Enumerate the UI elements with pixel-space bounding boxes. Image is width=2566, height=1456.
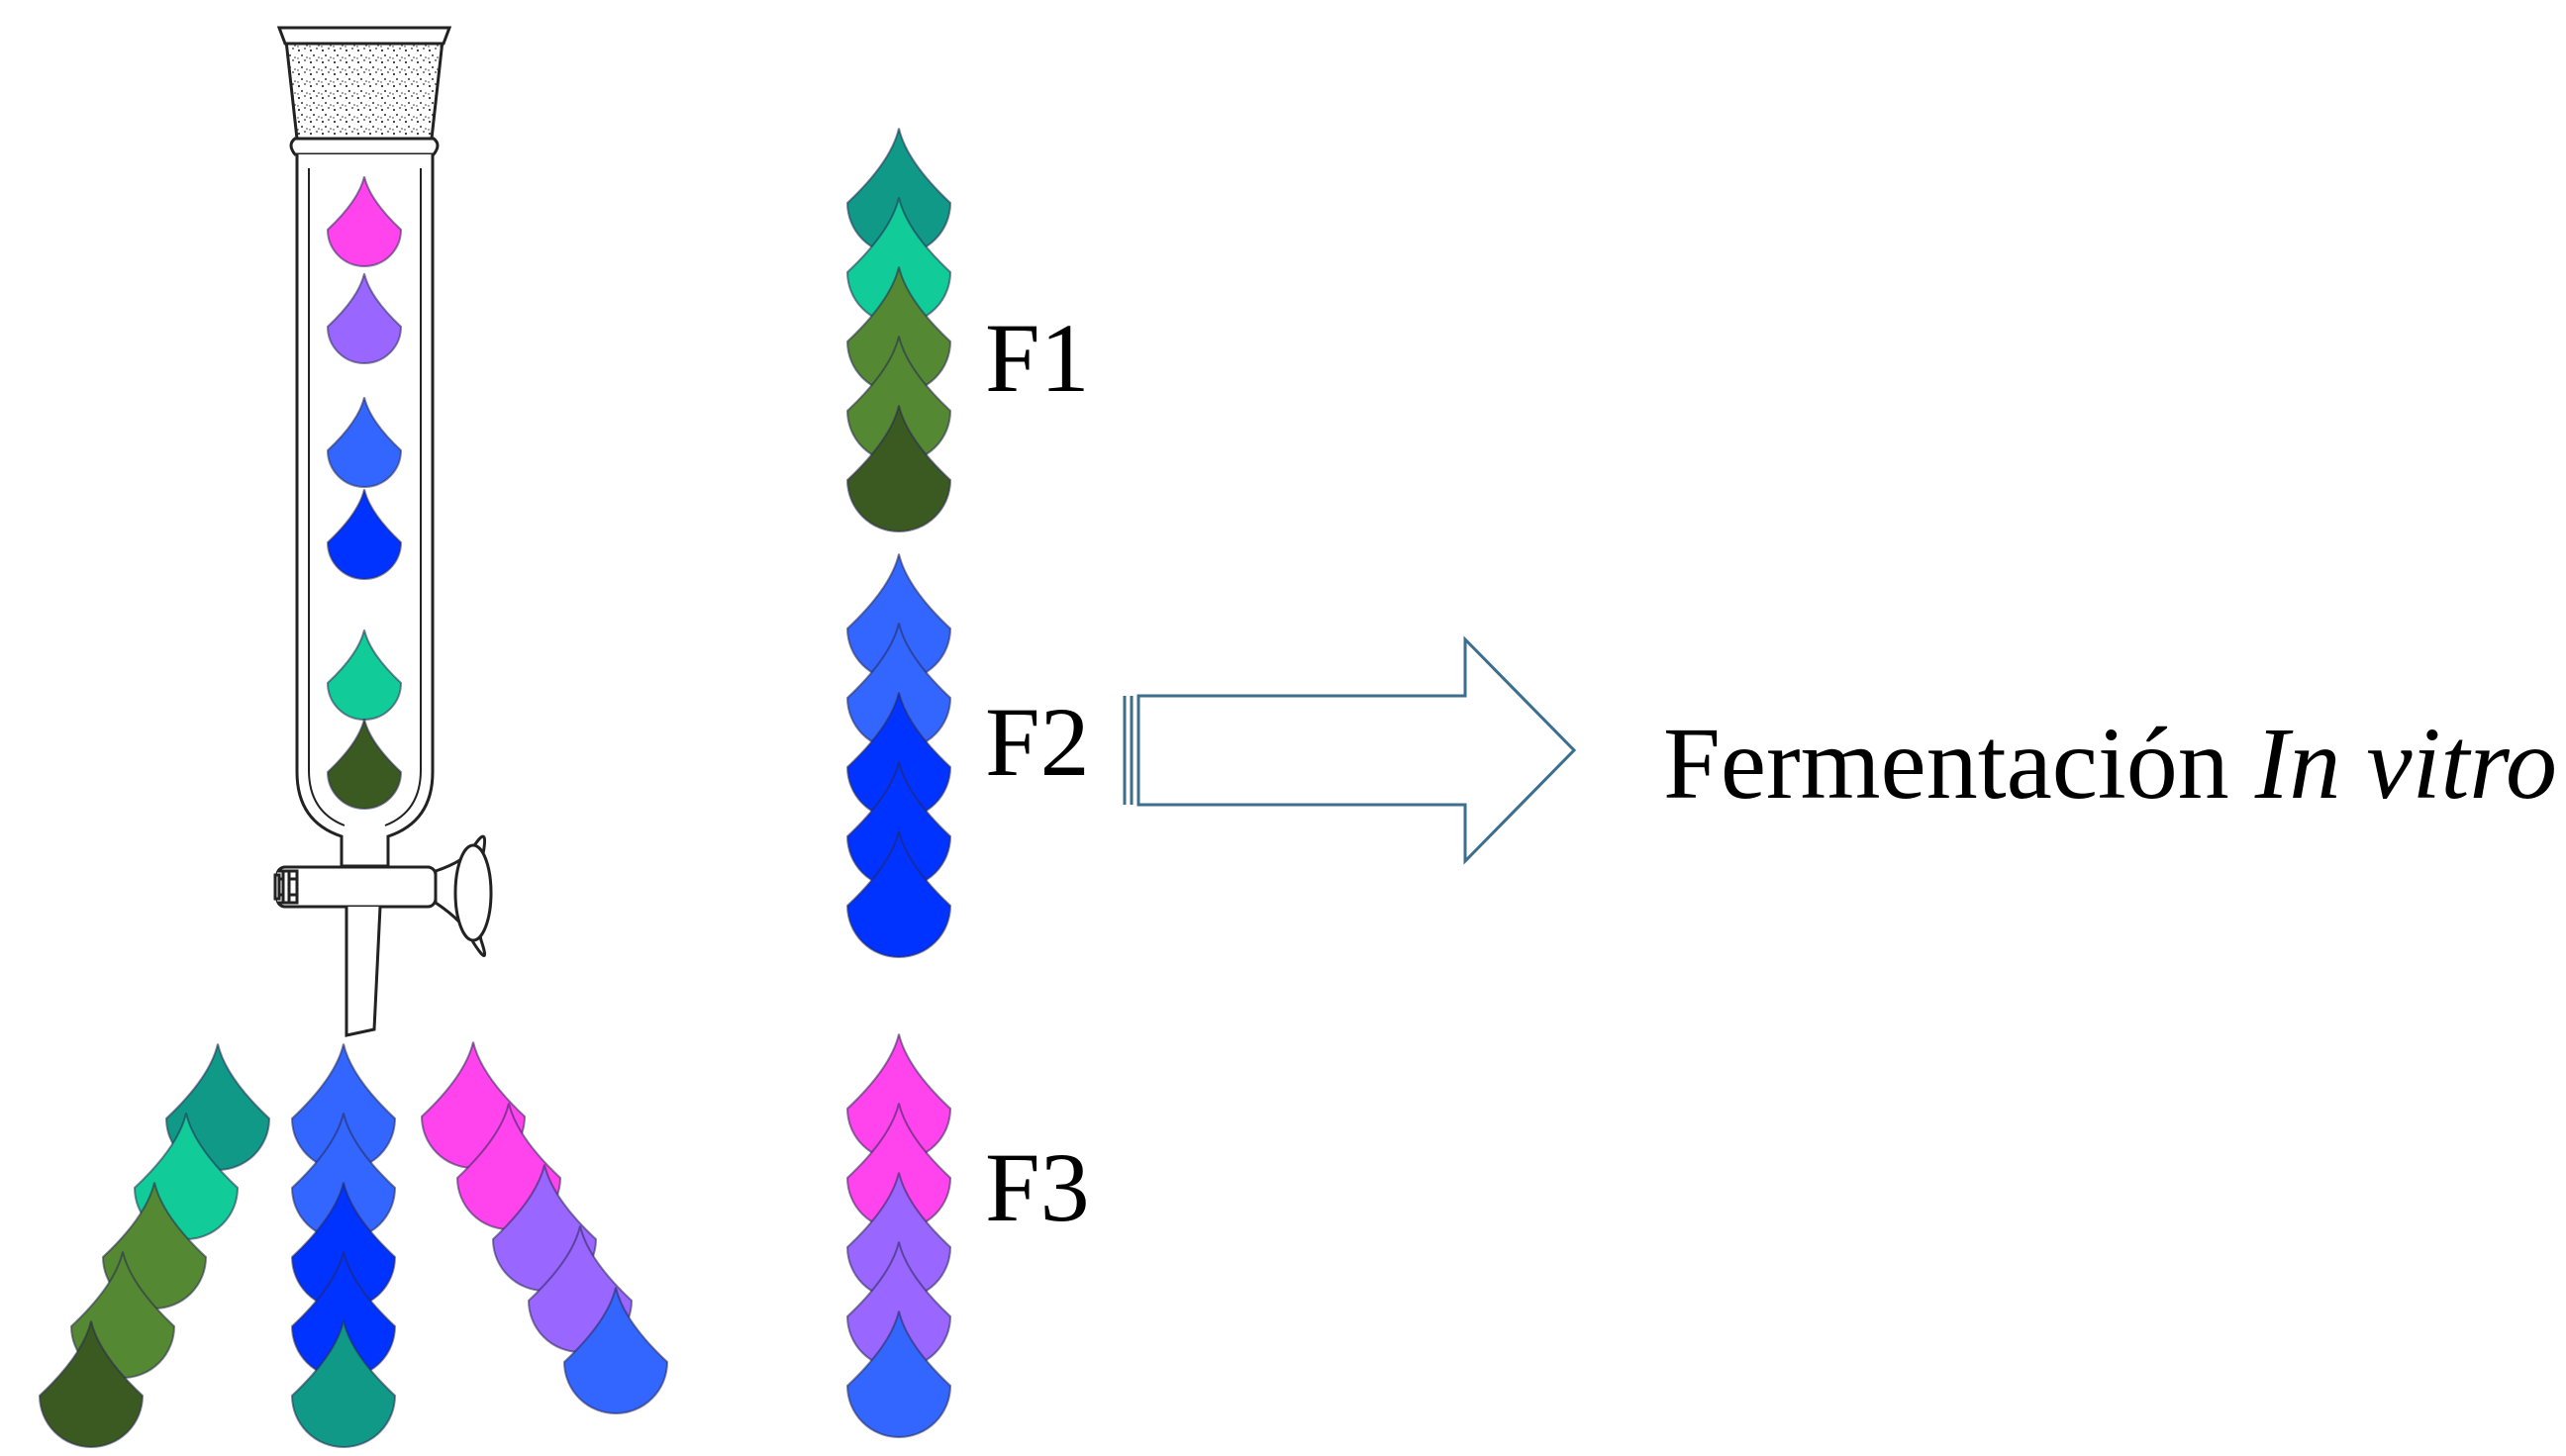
column-neck <box>289 137 440 156</box>
fraction-drop <box>845 830 952 958</box>
fermentation-label: Fermentación In vitro <box>1663 713 2557 816</box>
drops-layer <box>38 128 952 1448</box>
column-drop <box>326 273 403 364</box>
stopcock-stub <box>273 869 291 905</box>
stopper-rim <box>276 26 452 46</box>
fraction-drop <box>845 1310 952 1438</box>
fraction-f1-label: F1 <box>985 303 1090 413</box>
column-drop <box>326 719 403 810</box>
column-stopper <box>283 30 445 141</box>
eluate-drop <box>38 1320 145 1448</box>
column-drop <box>326 397 403 488</box>
stopcock-barrel <box>275 865 438 909</box>
arrow-body <box>1136 635 1577 865</box>
column-tube-inner <box>308 168 422 826</box>
fraction-f3-label: F3 <box>985 1132 1090 1242</box>
fraction-f2-label: F2 <box>985 687 1090 797</box>
column-outlet <box>345 906 382 1037</box>
eluate-drop <box>290 1320 397 1448</box>
stopcock-knob <box>453 843 493 942</box>
column-drop <box>326 176 403 267</box>
column-drop <box>326 489 403 580</box>
fraction-drop <box>845 405 952 533</box>
fermentation-label-main: Fermentación <box>1663 707 2229 821</box>
arrow-to-fermentation <box>1123 635 1577 865</box>
fermentation-label-italic: In vitro <box>2254 707 2557 821</box>
eluate-drop <box>562 1287 669 1414</box>
